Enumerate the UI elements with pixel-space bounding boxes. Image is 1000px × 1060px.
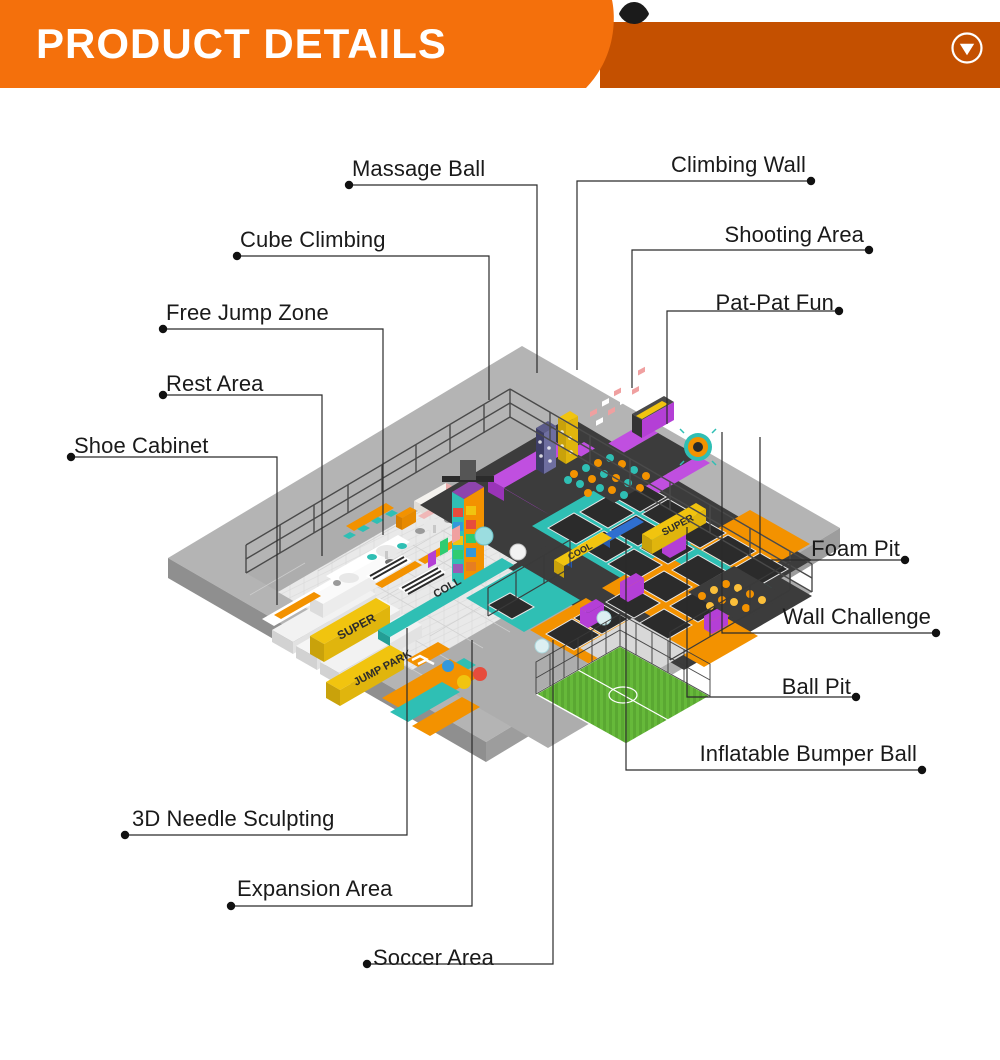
page-header-banner: PRODUCT DETAILS xyxy=(0,0,1000,88)
callout-dot-3d-needle-sculpting xyxy=(120,830,130,840)
header-notch-shape xyxy=(617,2,651,24)
callout-label-ball-pit: Ball Pit xyxy=(781,674,851,699)
callout-label-wall-challenge: Wall Challenge xyxy=(782,604,931,629)
callout-label-rest-area: Rest Area xyxy=(166,371,264,396)
callout-dot-wall-challenge xyxy=(931,628,941,638)
header-bright-panel xyxy=(0,0,640,88)
callout-label-cube-climbing: Cube Climbing xyxy=(240,227,386,252)
callout-dot-shooting-area xyxy=(864,245,874,255)
callout-label-foam-pit: Foam Pit xyxy=(811,536,900,561)
isometric-trampoline-park-render: SUPER JUMP PARK SUPER COOL xyxy=(150,330,850,780)
callout-label-massage-ball: Massage Ball xyxy=(352,156,486,181)
callout-dot-foam-pit xyxy=(900,555,910,565)
callout-label-3d-needle-sculpting: 3D Needle Sculpting xyxy=(132,806,335,831)
callout-label-climbing-wall: Climbing Wall xyxy=(671,152,806,177)
callout-label-soccer-area: Soccer Area xyxy=(373,945,494,970)
callout-dot-soccer-area xyxy=(362,959,372,969)
circle-down-arrow-icon[interactable] xyxy=(950,31,984,65)
page-title: PRODUCT DETAILS xyxy=(36,20,447,67)
callout-dot-climbing-wall xyxy=(806,176,816,186)
header-dark-panel xyxy=(600,22,1000,88)
callout-dot-pat-pat-fun xyxy=(834,306,844,316)
callout-dot-ball-pit xyxy=(851,692,861,702)
callout-label-pat-pat-fun: Pat-Pat Fun xyxy=(715,290,834,315)
callout-dot-massage-ball xyxy=(344,180,354,190)
callout-label-expansion-area: Expansion Area xyxy=(237,876,393,901)
callout-dot-expansion-area xyxy=(226,901,236,911)
callout-dot-cube-climbing xyxy=(232,251,242,261)
callout-label-free-jump-zone: Free Jump Zone xyxy=(166,300,329,325)
callout-label-shooting-area: Shooting Area xyxy=(724,222,864,247)
callout-label-inflatable-bumper-ball: Inflatable Bumper Ball xyxy=(699,741,917,766)
callout-dot-inflatable-bumper-ball xyxy=(917,765,927,775)
callout-label-shoe-cabinet: Shoe Cabinet xyxy=(74,433,209,458)
